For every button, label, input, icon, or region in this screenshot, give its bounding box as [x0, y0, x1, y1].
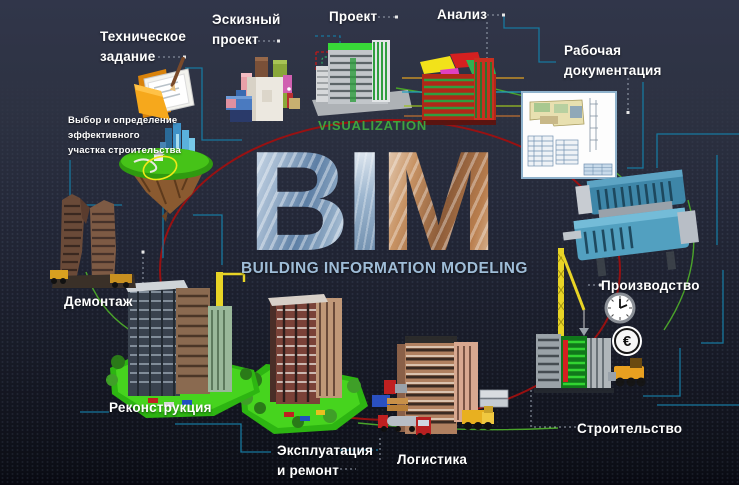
excavator-icon: [50, 270, 132, 288]
stage-label-construction: Строительство: [577, 421, 683, 436]
operation-illustration: [236, 286, 372, 448]
clock-icon: [604, 292, 646, 387]
reconstruction-illustration: [104, 270, 268, 430]
logistics-illustration: [350, 334, 510, 466]
dump-truck-icon: [462, 406, 494, 430]
visualization-label: VISUALIZATION: [318, 118, 428, 133]
demolition-illustration: [46, 190, 140, 294]
stage-label-project: Проект: [329, 9, 378, 24]
stage-label-production: Производство: [601, 278, 700, 293]
folder-checklist-icon: [134, 56, 195, 120]
euro-symbol: €: [622, 332, 632, 350]
bulldozer-icon: [608, 358, 646, 387]
stage-label-demolition: Демонтаж: [64, 294, 133, 309]
project-illustration: [310, 38, 414, 116]
analysis-illustration: [402, 46, 526, 132]
site-highlight-ring: [142, 155, 178, 181]
crane-building-icon: [534, 248, 614, 393]
gray-green-building-icon: [312, 40, 412, 116]
ruined-buildings-icon: [50, 194, 136, 288]
euro-coin-icon: €: [614, 328, 640, 354]
residential-building-icon: [239, 294, 368, 434]
stage-label-working-docs: Рабочая документация: [564, 43, 662, 78]
stage-label-logistics: Логистика: [397, 452, 468, 467]
factory-machine-icon: [562, 169, 699, 277]
red-truck-2-icon: [416, 417, 431, 439]
stage-label-tech-task: Техническое задание: [100, 29, 187, 64]
teal-traces: [69, 15, 739, 453]
sketch-project-illustration: [222, 52, 304, 130]
bim-letter-i: I: [344, 122, 380, 282]
production-illustration: [562, 162, 704, 282]
containers-icon: [372, 389, 509, 411]
stage-label-analysis: Анализ: [437, 7, 488, 22]
stage-label-site-selection: Выбор и определение эффективного участка…: [68, 115, 182, 157]
bim-letter-m: M: [379, 122, 493, 282]
reconstruction-building-icon: [106, 272, 260, 418]
tech-task-illustration: [134, 56, 206, 124]
floor-plan-sheet-icon: [521, 91, 617, 179]
cost-time-illustration: €: [600, 292, 660, 396]
construction-illustration: [532, 238, 618, 396]
warehouse-trucks-icon: [372, 336, 509, 439]
working-docs-illustration: [520, 90, 620, 182]
trees-icon: [106, 355, 252, 386]
bim-subtitle: BUILDING INFORMATION MODELING: [241, 260, 528, 277]
stage-label-reconstruction: Реконструкция: [109, 400, 212, 415]
site-selection-illustration: [116, 122, 218, 240]
model-blocks-icon: [226, 57, 300, 122]
red-truck-icon: [384, 380, 407, 394]
bim-letter-b: B: [247, 122, 345, 282]
stage-label-sketch-project: Эскизный проект: [212, 12, 281, 47]
stage-label-operation: Эксплуатация и ремонт: [277, 443, 374, 478]
colored-analysis-building-icon: [402, 52, 526, 125]
tanker-truck-icon: [378, 415, 421, 432]
floating-island-icon: [119, 123, 213, 222]
